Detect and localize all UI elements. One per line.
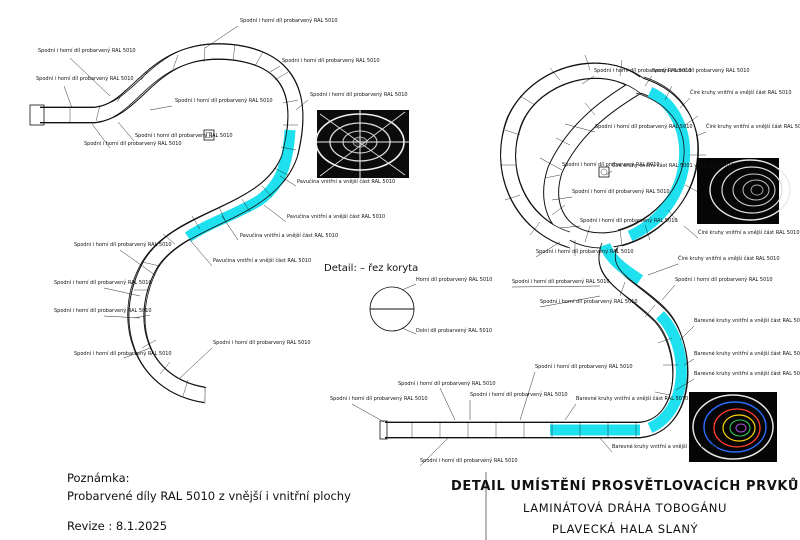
- right-photo-colored-rings: [689, 392, 777, 462]
- label-right-barevne-2: Barevné kruhy vnitřní a vnější část RAL …: [694, 350, 800, 357]
- label-right-7: Spodní i horní díl probarvený RAL 5010: [536, 248, 634, 255]
- label-left-pavucina-3: Pavučina vnitřní a vnější část RAL 5010: [240, 232, 338, 239]
- note-block: Poznámka: Probarvené díly RAL 5010 z vně…: [67, 471, 351, 533]
- label-left-2: Spodní i horní díl probarvený RAL 5010: [38, 47, 136, 54]
- title-block: DETAIL UMÍSTĚNÍ PROSVĚTLOVACÍCH PRVKŮ LA…: [451, 478, 799, 536]
- label-right-15: Spodní i horní díl probarvený RAL 5010: [420, 457, 518, 464]
- detail-top-label: Horní díl probarvený RAL 5010: [416, 276, 493, 283]
- label-left-5: Spodní i horní díl probarvený RAL 5010: [175, 97, 273, 104]
- detail-title: Detail: – řez koryta: [324, 262, 418, 274]
- title-line-3: PLAVECKÁ HALA SLANÝ: [552, 521, 699, 536]
- section-detail: Detail: – řez koryta Horní díl probarven…: [324, 262, 493, 335]
- note-text: Probarvené díly RAL 5010 z vnější i vnit…: [67, 489, 351, 503]
- label-right-cire-4: Čiré kruhy vnitřní a vnější část RAL 501…: [678, 255, 780, 262]
- label-right-14: Spodní i horní díl probarvený RAL 5010: [330, 395, 428, 402]
- left-slide-plan: [29, 43, 304, 404]
- right-labels: Spodní i horní díl probarvený RAL 5010 S…: [330, 67, 800, 464]
- label-right-6: Spodní i horní díl probarvený RAL 5010: [580, 217, 678, 224]
- label-left-pavucina-1: Pavučina vnitřní a vnější část RAL 5010: [297, 178, 395, 185]
- right-highlight-outer-loop: [627, 87, 691, 242]
- title-line-2: LAMINÁTOVÁ DRÁHA TOBOGÁNU: [523, 500, 727, 515]
- revision-text: Revize : 8.1.2025: [67, 519, 167, 533]
- left-labels: Spodní i horní díl probarvený RAL 5010 S…: [36, 17, 408, 357]
- label-right-5: Spodní i horní díl probarvený RAL 5010: [572, 188, 670, 195]
- label-right-1: Spodní i horní díl probarvený RAL 5010: [594, 67, 692, 74]
- label-right-barevne-5: Barevné kruhy vnitřní a vnější část RAL …: [612, 443, 724, 450]
- label-right-barevne-1: Barevné kruhy vnitřní a vnější část RAL …: [694, 317, 800, 324]
- label-left-4: Spodní i horní díl probarvený RAL 5010: [36, 75, 134, 82]
- label-left-12: Spodní i horní díl probarvený RAL 5010: [213, 339, 311, 346]
- title-main: DETAIL UMÍSTĚNÍ PROSVĚTLOVACÍCH PRVKŮ: [451, 478, 799, 494]
- label-left-8: Spodní i horní díl probarvený RAL 5010: [84, 140, 182, 147]
- label-right-10: Spodní i horní díl probarvený RAL 5010: [540, 298, 638, 305]
- label-right-cire-1: Čiré kruhy vnitřní a vnější část RAL 501…: [690, 89, 792, 96]
- label-right-9: Spodní i horní díl probarvený RAL 5010: [675, 276, 773, 283]
- label-right-barevne-4: Barevné kruhy vnitřní a vnější část RAL …: [576, 395, 688, 402]
- label-left-10: Spodní i horní díl probarvený RAL 5010: [54, 279, 152, 286]
- label-left-3: Spodní i horní díl probarvený RAL 5010: [282, 57, 380, 64]
- label-left-pavucina-2: Pavučina vnitřní a vnější část RAL 5010: [287, 213, 385, 220]
- label-right-12: Spodní i horní díl probarvený RAL 5010: [398, 380, 496, 387]
- label-right-cire-center: Čiré kruhy vnitřní část RAL 5001 vnější …: [612, 162, 734, 169]
- left-highlight-section: [184, 129, 296, 242]
- right-highlight-joint: [599, 242, 644, 285]
- label-right-2: Spodní i horní díl probarvený RAL 5010: [652, 67, 750, 74]
- label-right-cire-3: Čiré kruhy vnitřní a vnější část RAL 501…: [698, 229, 800, 236]
- label-right-barevne-3: Barevné kruhy vnitřní a vnější část RAL …: [694, 370, 800, 377]
- label-right-8: Spodní i horní díl probarvený RAL 5010: [512, 278, 610, 285]
- label-right-13: Spodní i horní díl probarvený RAL 5010: [470, 391, 568, 398]
- label-right-cire-2: Čiré kruhy vnitřní a vnější část RAL 501…: [706, 123, 800, 130]
- label-right-3: Spodní i horní díl probarvený RAL 5010: [595, 123, 693, 130]
- note-heading: Poznámka:: [67, 471, 130, 485]
- label-right-4: Spodní i horní díl probarvený RAL 5010: [562, 161, 660, 168]
- right-highlight-lower-curve: [647, 311, 687, 434]
- label-left-13: Spodní i horní díl probarvený RAL 5010: [74, 350, 172, 357]
- right-photo-clear-rings: [697, 158, 791, 224]
- label-left-11: Spodní i horní díl probarvený RAL 5010: [54, 307, 152, 314]
- label-left-6: Spodní i horní díl probarvený RAL 5010: [310, 91, 408, 98]
- detail-bottom-label: Dolní díl probarvený RAL 5010: [416, 327, 492, 334]
- label-left-9: Spodní i horní díl probarvený RAL 5010: [74, 241, 172, 248]
- label-left-7: Spodní i horní díl probarvený RAL 5010: [135, 132, 233, 139]
- label-right-11: Spodní i horní díl probarvený RAL 5010: [535, 363, 633, 370]
- right-slide-plan: [379, 54, 706, 440]
- label-left-pavucina-4: Pavučina vnitřní a vnější část RAL 5010: [213, 257, 311, 264]
- label-left-1: Spodní i horní díl probarvený RAL 5010: [240, 17, 338, 24]
- left-photo-web: [315, 110, 409, 178]
